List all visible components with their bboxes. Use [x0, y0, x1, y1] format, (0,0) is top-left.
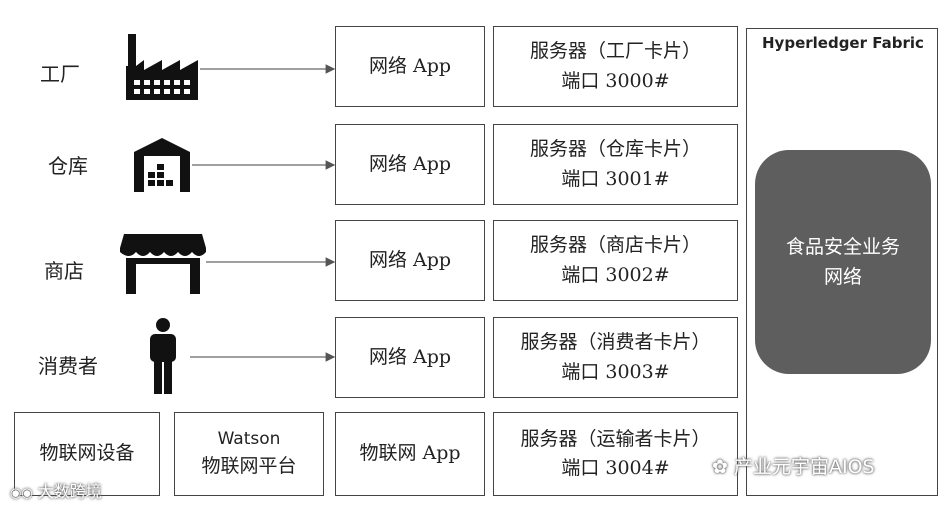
wechat-icon: ✿ — [712, 456, 728, 478]
platform-label: 物联网平台 — [201, 455, 297, 478]
server-port: 端口 3004# — [561, 457, 670, 479]
warehouse-icon — [134, 138, 190, 192]
server-port: 端口 3000# — [561, 69, 670, 92]
server-name: 服务器（商店卡片） — [529, 234, 701, 257]
app-box-warehouse: 网络 App — [335, 124, 485, 205]
server-box-store: 服务器（商店卡片） 端口 3002# — [493, 220, 738, 301]
iot-device-box: 物联网设备 — [14, 412, 160, 496]
iot-app-label: 物联网 App — [359, 442, 461, 465]
app-label: 网络 App — [368, 54, 452, 77]
watermark-logo-icon: ◉◉ — [10, 486, 33, 501]
app-label: 网络 App — [368, 345, 452, 368]
row-label-factory: 工厂 — [40, 62, 80, 86]
server-name: 服务器（运输者卡片） — [520, 427, 711, 450]
server-name: 服务器（消费者卡片） — [520, 331, 711, 354]
server-box-warehouse: 服务器（仓库卡片） 端口 3001# — [493, 124, 738, 205]
row-label-consumer: 消费者 — [38, 354, 98, 378]
app-label: 网络 App — [368, 152, 452, 175]
hyperledger-fabric-panel — [746, 28, 938, 496]
watermark-right: ✿ 产业元宇宙AIOS — [712, 456, 875, 478]
app-box-store: 网络 App — [335, 220, 485, 301]
server-port: 端口 3002# — [561, 263, 670, 286]
person-icon — [150, 318, 176, 394]
watson-label: Watson — [217, 429, 281, 450]
network-line1: 食品安全业务 — [785, 235, 900, 258]
iot-device-label: 物联网设备 — [39, 442, 135, 465]
row-label-store: 商店 — [44, 259, 84, 283]
network-line2: 网络 — [823, 266, 862, 288]
watermark-left: ◉◉ 大数跨境 — [10, 482, 102, 501]
server-box-consumer: 服务器（消费者卡片） 端口 3003# — [493, 317, 738, 398]
iot-app-box: 物联网 App — [335, 412, 485, 496]
store-icon — [120, 234, 206, 294]
server-name: 服务器（工厂卡片） — [529, 40, 701, 63]
app-label: 网络 App — [368, 248, 452, 271]
food-safety-network: 食品安全业务 网络 — [755, 150, 931, 374]
server-box-transporter: 服务器（运输者卡片） 端口 3004# — [493, 412, 738, 496]
watson-platform-box: Watson 物联网平台 — [174, 412, 324, 496]
server-port: 端口 3003# — [561, 360, 670, 383]
hyperledger-fabric-title: Hyperledger Fabric — [762, 34, 924, 52]
server-box-factory: 服务器（工厂卡片） 端口 3000# — [493, 26, 738, 107]
factory-icon — [126, 34, 198, 100]
row-label-warehouse: 仓库 — [48, 154, 88, 178]
server-name: 服务器（仓库卡片） — [529, 138, 701, 161]
server-port: 端口 3001# — [561, 167, 670, 190]
app-box-factory: 网络 App — [335, 26, 485, 107]
app-box-consumer: 网络 App — [335, 317, 485, 398]
